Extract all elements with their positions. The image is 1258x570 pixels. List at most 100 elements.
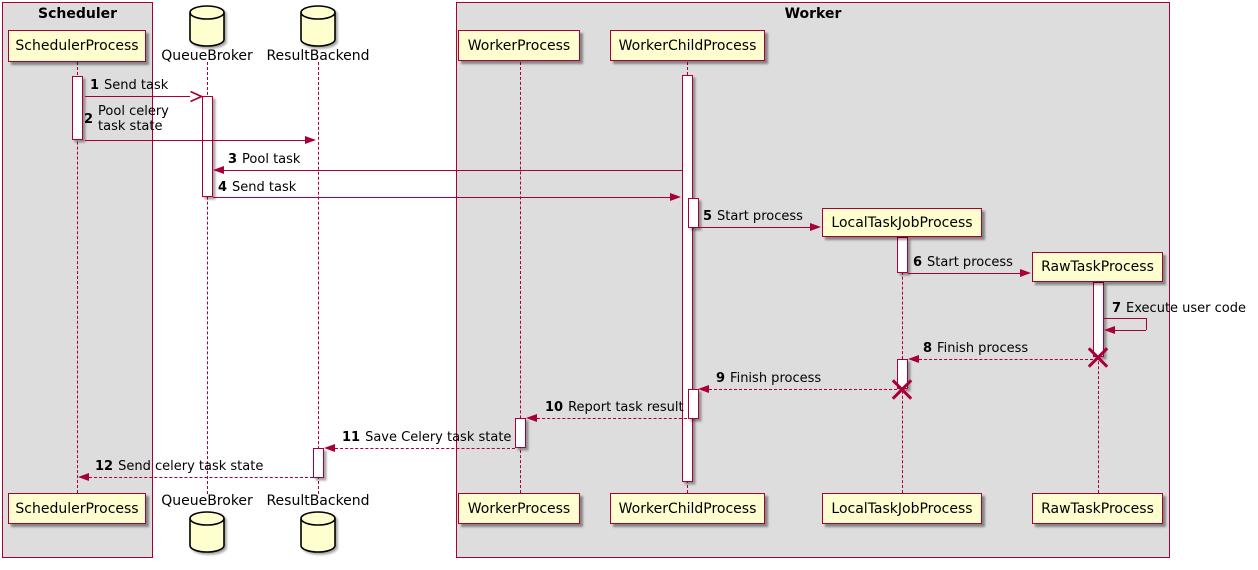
message-1-label: 1 Send task [90,79,168,93]
message-text: Send celery task state [118,459,264,474]
participant-worker-child-process-top: WorkerChildProcess [610,30,765,61]
frame-worker-title: Worker [784,6,842,22]
message-text: Send task [104,78,169,93]
message-2-arrowhead [305,136,316,144]
frame-scheduler-title: Scheduler [37,6,118,22]
message-11-label: 11 Save Celery task state [342,431,511,445]
message-text: Save Celery task state [365,430,512,445]
lifeline-queue-broker [207,62,208,494]
message-5-arrowhead [810,223,821,231]
activation-queue-broker [202,96,213,197]
activation-local-task-job-1 [897,237,908,273]
activation-result-backend [313,448,324,478]
message-text: Finish process [937,341,1029,356]
message-number: 8 [923,341,933,356]
message-12-label: 12 Send celery task state [95,460,263,474]
message-8-label: 8 Finish process [923,342,1028,356]
message-11-arrowhead [324,444,335,452]
participant-label: RawTaskProcess [1041,259,1154,275]
message-text-line1: Pool celery [98,104,169,119]
message-number: 10 [545,400,564,415]
destroy-x-raw-task-process [1087,346,1109,368]
database-icon [300,5,336,47]
message-3-label: 3 Pool task [228,153,300,167]
message-number: 1 [90,78,100,93]
message-6-label: 6 Start process [913,256,1013,270]
activation-worker-child-main [682,75,693,482]
participant-label: LocalTaskJobProcess [831,214,973,231]
message-text: Pool celery task state [98,104,169,134]
message-number: 7 [1112,301,1122,316]
participant-label: RawTaskProcess [1041,500,1154,517]
message-number: 5 [703,209,713,224]
message-text: Finish process [730,371,822,386]
lifeline-scheduler-process [77,62,78,493]
message-number: 3 [228,152,238,167]
activation-worker-process [515,418,526,448]
message-4-arrowhead [670,193,681,201]
participant-queue-broker-top: QueueBroker [161,48,253,64]
message-8-line [919,359,1093,360]
lifeline-result-backend [318,62,319,494]
participant-result-backend-top: ResultBackend [266,48,370,64]
participant-worker-process-bottom: WorkerProcess [458,493,580,524]
participant-raw-task-process-bottom: RawTaskProcess [1032,493,1163,524]
message-6-line [908,273,1020,274]
message-9-label: 9 Finish process [716,372,821,386]
message-10-label: 10 Report task result [545,401,684,415]
message-text-line2: task state [98,119,163,134]
destroy-x-local-task-job-process [891,378,913,400]
participant-worker-process-top: WorkerProcess [458,30,580,61]
message-7-self-top-line [1104,318,1146,319]
participant-worker-child-process-bottom: WorkerChildProcess [610,493,765,524]
participant-label: WorkerChildProcess [618,500,757,517]
participant-label: SchedulerProcess [15,500,139,517]
message-text: Start process [927,255,1013,270]
message-number: 11 [342,430,361,445]
lifeline-worker-process [520,62,521,493]
message-4-line [213,197,670,198]
message-7-self-bottom-line [1115,330,1146,331]
message-text: Report task result [568,400,684,415]
message-11-line [335,448,515,449]
participant-local-task-job-process-bottom: LocalTaskJobProcess [822,493,982,524]
database-icon [189,511,225,553]
message-5-line [699,227,811,228]
participant-label: WorkerChildProcess [618,37,757,54]
message-number: 4 [218,180,228,195]
participant-label: WorkerProcess [467,500,571,517]
message-6-arrowhead [1020,269,1031,277]
participant-scheduler-process-top: SchedulerProcess [8,30,146,62]
message-10-line [537,418,687,419]
activation-worker-child-nested-2 [688,389,699,419]
message-7-self-right-line [1146,318,1147,330]
message-text: Pool task [242,152,301,167]
participant-label: WorkerProcess [467,37,571,54]
participant-label: LocalTaskJobProcess [831,500,973,517]
participant-scheduler-process-bottom: SchedulerProcess [8,493,146,524]
message-8-arrowhead [908,355,919,363]
database-icon [189,5,225,47]
message-number: 6 [913,255,923,270]
participant-label: SchedulerProcess [15,38,139,54]
participant-local-task-job-process-created: LocalTaskJobProcess [822,208,982,237]
activation-scheduler-process [72,76,83,140]
database-icon [300,511,336,553]
message-10-arrowhead [526,414,537,422]
lifeline-raw-task-process [1098,282,1099,493]
message-12-line [89,477,313,478]
participant-queue-broker-bottom: QueueBroker [161,493,253,509]
message-9-arrowhead [698,385,709,393]
message-2-line [85,140,305,141]
message-number: 2 [84,111,94,127]
message-number: 9 [716,371,726,386]
message-7-arrowhead [1104,326,1115,334]
participant-result-backend-bottom: ResultBackend [266,493,370,509]
message-9-line [709,389,897,390]
message-text: Send task [232,180,297,195]
message-4-label: 4 Send task [218,181,296,195]
message-1-line [85,96,190,97]
message-number: 12 [95,459,114,474]
